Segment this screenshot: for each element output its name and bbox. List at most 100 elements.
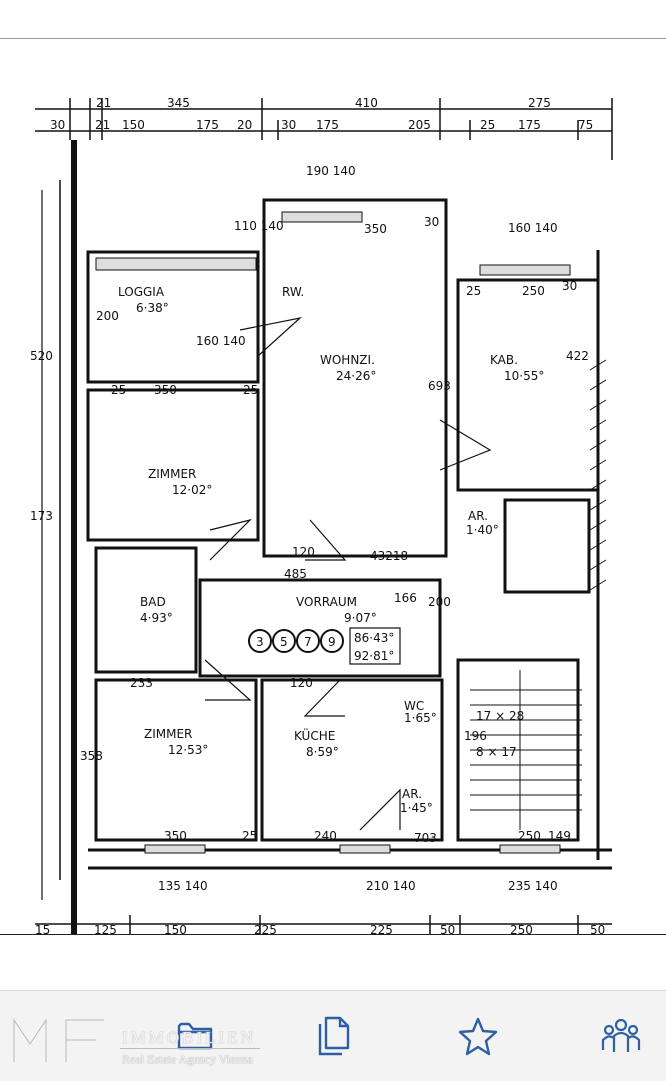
dimension-label: 160 140 bbox=[508, 221, 558, 235]
dimension-label: 175 bbox=[196, 118, 219, 132]
room-area: 10·55° bbox=[504, 369, 544, 383]
divider bbox=[0, 934, 666, 935]
dimension-label: 50 bbox=[440, 923, 455, 934]
dimension-label: 485 bbox=[284, 567, 307, 581]
dimension-label: 240 bbox=[314, 829, 337, 843]
dimension-label: 30 bbox=[424, 215, 439, 229]
dimension-label: 150 bbox=[164, 923, 187, 934]
total-area: 86·43° bbox=[354, 631, 394, 645]
dimension-label: 25 bbox=[242, 829, 257, 843]
dimension-label: 15 bbox=[35, 923, 50, 934]
room-area: 8·59° bbox=[306, 745, 339, 759]
room-name: AR. bbox=[402, 787, 422, 801]
door-number: 7 bbox=[304, 635, 312, 649]
tab-documents[interactable] bbox=[291, 991, 381, 1081]
room-name: BAD bbox=[140, 595, 166, 609]
room-area: 1·65° bbox=[404, 711, 437, 725]
tab-favorites[interactable] bbox=[433, 991, 523, 1081]
dimension-label: 120 bbox=[290, 676, 313, 690]
dimension-label: 125 bbox=[94, 923, 117, 934]
dimension-label: 160 140 bbox=[196, 334, 246, 348]
dimension-label: 250 bbox=[510, 923, 533, 934]
dimension-label: 25 bbox=[111, 383, 126, 397]
dimension-label: 149 bbox=[548, 829, 571, 843]
room-name: RW. bbox=[282, 285, 304, 299]
dimension-label: 120 bbox=[292, 545, 315, 559]
bottom-tab-bar bbox=[0, 990, 666, 1081]
door-number: 3 bbox=[256, 635, 264, 649]
logo-name: IMMOBILIEN bbox=[122, 1028, 256, 1047]
room-area: 1·45° bbox=[400, 801, 433, 815]
dimension-label: 30 bbox=[562, 279, 577, 293]
dimension-label: 175 bbox=[316, 118, 339, 132]
door-number: 5 bbox=[280, 635, 288, 649]
room-name: WOHNZI. bbox=[320, 353, 375, 367]
dimension-label: 196 bbox=[464, 729, 487, 743]
dimension-label: 21 bbox=[95, 118, 110, 132]
logo-subtitle: Real Estate Agency Vienna bbox=[122, 1052, 253, 1066]
dimension-label: 693 bbox=[428, 379, 451, 393]
room-name: KAB. bbox=[490, 353, 518, 367]
dimension-label: 235 140 bbox=[508, 879, 558, 893]
dimension-label: 175 bbox=[518, 118, 541, 132]
dimension-label: 25 bbox=[243, 383, 258, 397]
dimension-label: 205 bbox=[408, 118, 431, 132]
room-name: VORRAUM bbox=[296, 595, 357, 609]
total-area: 92·81° bbox=[354, 649, 394, 663]
dimension-label: 30 bbox=[281, 118, 296, 132]
dimension-label: 190 140 bbox=[306, 164, 356, 178]
room-name: WC bbox=[404, 699, 424, 713]
dimension-label: 350 bbox=[154, 383, 177, 397]
room-name: ZIMMER bbox=[144, 727, 192, 741]
tab-contacts[interactable] bbox=[576, 991, 666, 1081]
room-name: LOGGIA bbox=[118, 285, 165, 299]
people-icon bbox=[601, 1018, 641, 1052]
dimension-label: 50 bbox=[590, 923, 605, 934]
dimension-label: 225 bbox=[370, 923, 393, 934]
room-name: AR. bbox=[468, 509, 488, 523]
brand-logo: IMMOBILIEN Real Estate Agency Vienna bbox=[8, 1010, 268, 1072]
dimension-label: 703 bbox=[414, 831, 437, 845]
dimension-label: 135 140 bbox=[158, 879, 208, 893]
dimension-label: 21 bbox=[96, 96, 111, 110]
room-area: 4·93° bbox=[140, 611, 173, 625]
dimension-label: 17 × 28 bbox=[476, 709, 524, 723]
dimension-label: 410 bbox=[355, 96, 378, 110]
dimension-label: 233 bbox=[130, 676, 153, 690]
room-area: 9·07° bbox=[344, 611, 377, 625]
dimension-label: 30 bbox=[50, 118, 65, 132]
dimension-label: 25 bbox=[480, 118, 495, 132]
dimension-label: 345 bbox=[167, 96, 190, 110]
dimension-label: 110 140 bbox=[234, 219, 284, 233]
room-area: 1·40° bbox=[466, 523, 499, 537]
room-area: 24·26° bbox=[336, 369, 376, 383]
room-area: 6·38° bbox=[136, 301, 169, 315]
dimension-label: 8 × 17 bbox=[476, 745, 517, 759]
room-area: 12·02° bbox=[172, 483, 212, 497]
dimension-label: 43218 bbox=[370, 549, 408, 563]
logo-mark-icon bbox=[11, 1011, 104, 1062]
dimension-label: 200 bbox=[96, 309, 119, 323]
floor-plan-image: 21 345 410 275 30 21 150 175 20 30 175 2… bbox=[0, 39, 666, 934]
dimension-label: 350 bbox=[364, 222, 387, 236]
floor-plan-drawing: 21 345 410 275 30 21 150 175 20 30 175 2… bbox=[30, 96, 613, 934]
dimension-label: 250 bbox=[522, 284, 545, 298]
dimension-label: 200 bbox=[428, 595, 451, 609]
dimension-label: 225 bbox=[254, 923, 277, 934]
dimension-label: 75 bbox=[578, 118, 593, 132]
dimension-label: 25 bbox=[466, 284, 481, 298]
dimension-label: 275 bbox=[528, 96, 551, 110]
dimension-label: 166 bbox=[394, 591, 417, 605]
dimension-label: 173 bbox=[30, 509, 53, 523]
dimension-label: 20 bbox=[237, 118, 252, 132]
dimension-label: 350 bbox=[164, 829, 187, 843]
dimension-label: 520 bbox=[30, 349, 53, 363]
room-name: ZIMMER bbox=[148, 467, 196, 481]
dimension-label: 250 bbox=[518, 829, 541, 843]
logo-divider bbox=[120, 1048, 260, 1049]
dimension-label: 358 bbox=[80, 749, 103, 763]
dimension-label: 150 bbox=[122, 118, 145, 132]
star-icon bbox=[458, 1017, 498, 1056]
room-name: KÜCHE bbox=[294, 727, 335, 743]
top-bar bbox=[0, 0, 666, 39]
